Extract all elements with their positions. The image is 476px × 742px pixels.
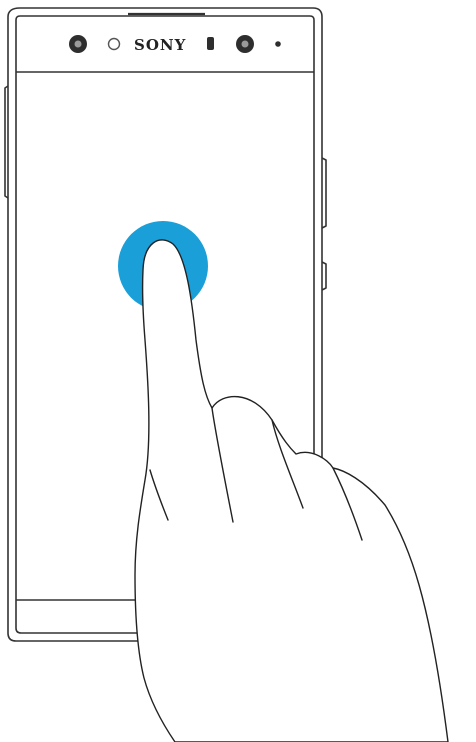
sensor-dot-icon xyxy=(275,41,281,47)
hand-pointer-icon xyxy=(135,240,448,742)
brand-logo: SONY xyxy=(134,36,186,54)
top-bezel-components: SONY xyxy=(69,35,281,54)
proximity-sensor-icon xyxy=(109,39,120,50)
notification-led-icon xyxy=(207,37,214,50)
hand-silhouette xyxy=(135,240,448,742)
